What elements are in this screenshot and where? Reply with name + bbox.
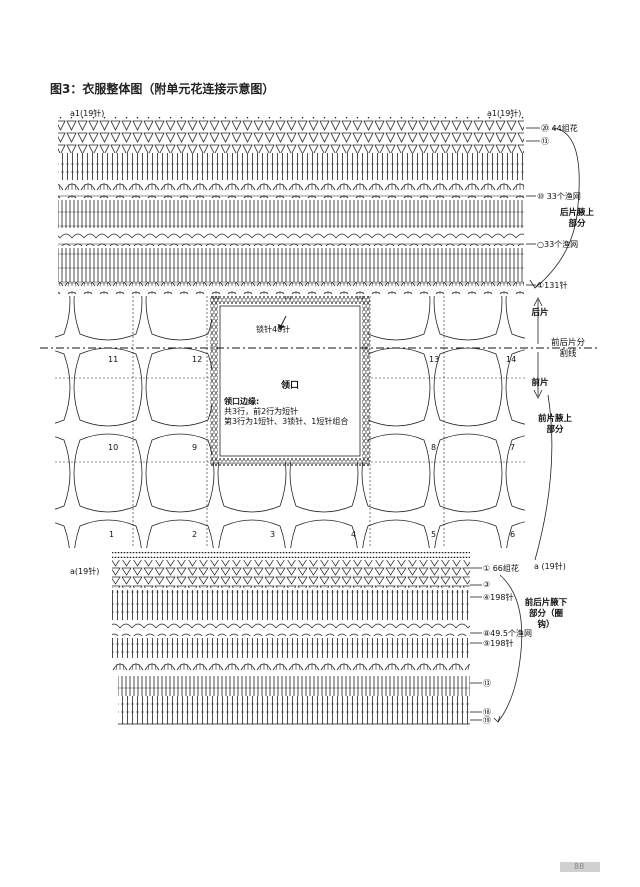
motif-number-2: 2 (192, 530, 198, 539)
motif-number-14: 14 (506, 355, 517, 364)
row-label-8: ⑧49.5个渔网 (483, 629, 532, 638)
row-label-1: ① 66组花 (483, 564, 519, 573)
neck-edge-line1: 共3行，前2行为短针 (224, 407, 299, 416)
row-label-19: ⑲ (483, 716, 491, 725)
row-label-13: ⑬ (541, 137, 549, 146)
page-mark-box (560, 862, 600, 872)
neck-stitches-label: 锁针40针 (256, 325, 291, 334)
motif-number-6: 6 (510, 530, 516, 539)
motif-number-13: 13 (429, 355, 440, 364)
motif-number-7: 7 (510, 443, 516, 452)
row-label-net: ○33个渔网 (537, 239, 578, 250)
row-label-net-text: 33个渔网 (543, 240, 579, 249)
motif-number-5: 5 (431, 530, 437, 539)
neck-title: 领口 (281, 381, 300, 391)
section-front-upper: 前片腋上部分 (538, 414, 573, 435)
figure-title: 图3：衣服整体图（附单元花连接示意图） (50, 82, 275, 96)
section-lower: 前后片腋下部分（圈钩） (524, 598, 568, 630)
top-left-marker: a1(19针) (70, 109, 105, 118)
row-label-4: ④198针 (483, 593, 514, 602)
neck-edge-title: 领口边缘: (224, 397, 260, 406)
circle-marker-icon: ○ (537, 240, 544, 249)
row-label-131: ①131针 (537, 281, 568, 290)
neck-edge-line2: 第3行为1短针、3锁针、1短针组合 (224, 417, 349, 426)
neck-edge-note: 领口边缘: 共3行，前2行为短针 第3行为1短针、3锁针、1短针组合 (224, 397, 348, 427)
motif-number-12: 12 (192, 355, 203, 364)
bottom-right-marker: a (19针) (534, 562, 566, 571)
top-right-marker: a1(19针) (487, 109, 522, 118)
bottom-left-marker: a(19针) (70, 567, 100, 576)
row-label-18: ⑱ (483, 708, 491, 717)
motif-number-1: 1 (109, 530, 115, 539)
motif-number-11: 11 (108, 355, 119, 364)
annotation-lines (470, 127, 580, 723)
motif-number-9: 9 (192, 443, 198, 452)
section-back-upper: 后片腋上部分 (560, 208, 595, 229)
row-label-20: ⑳ 44组花 (541, 124, 578, 133)
motif-number-3: 3 (270, 530, 276, 539)
row-label-9: ⑨198针 (483, 639, 514, 648)
motif-number-10: 10 (108, 443, 119, 452)
section-split: 前后片分割线 (550, 338, 585, 359)
row-label-3: ③ (483, 580, 491, 589)
back-upper-block (58, 117, 524, 294)
page-number: 88 (574, 862, 585, 871)
motif-number-8: 8 (431, 443, 437, 452)
motif-number-4: 4 (351, 530, 357, 539)
lower-body-block (112, 552, 470, 725)
section-front: 前片 (531, 378, 549, 388)
section-back: 后片 (531, 308, 549, 318)
motif-grid (55, 296, 525, 548)
row-label-10: ⑩ 33个渔网 (537, 192, 581, 201)
row-label-13b: ⑬ (483, 679, 491, 688)
